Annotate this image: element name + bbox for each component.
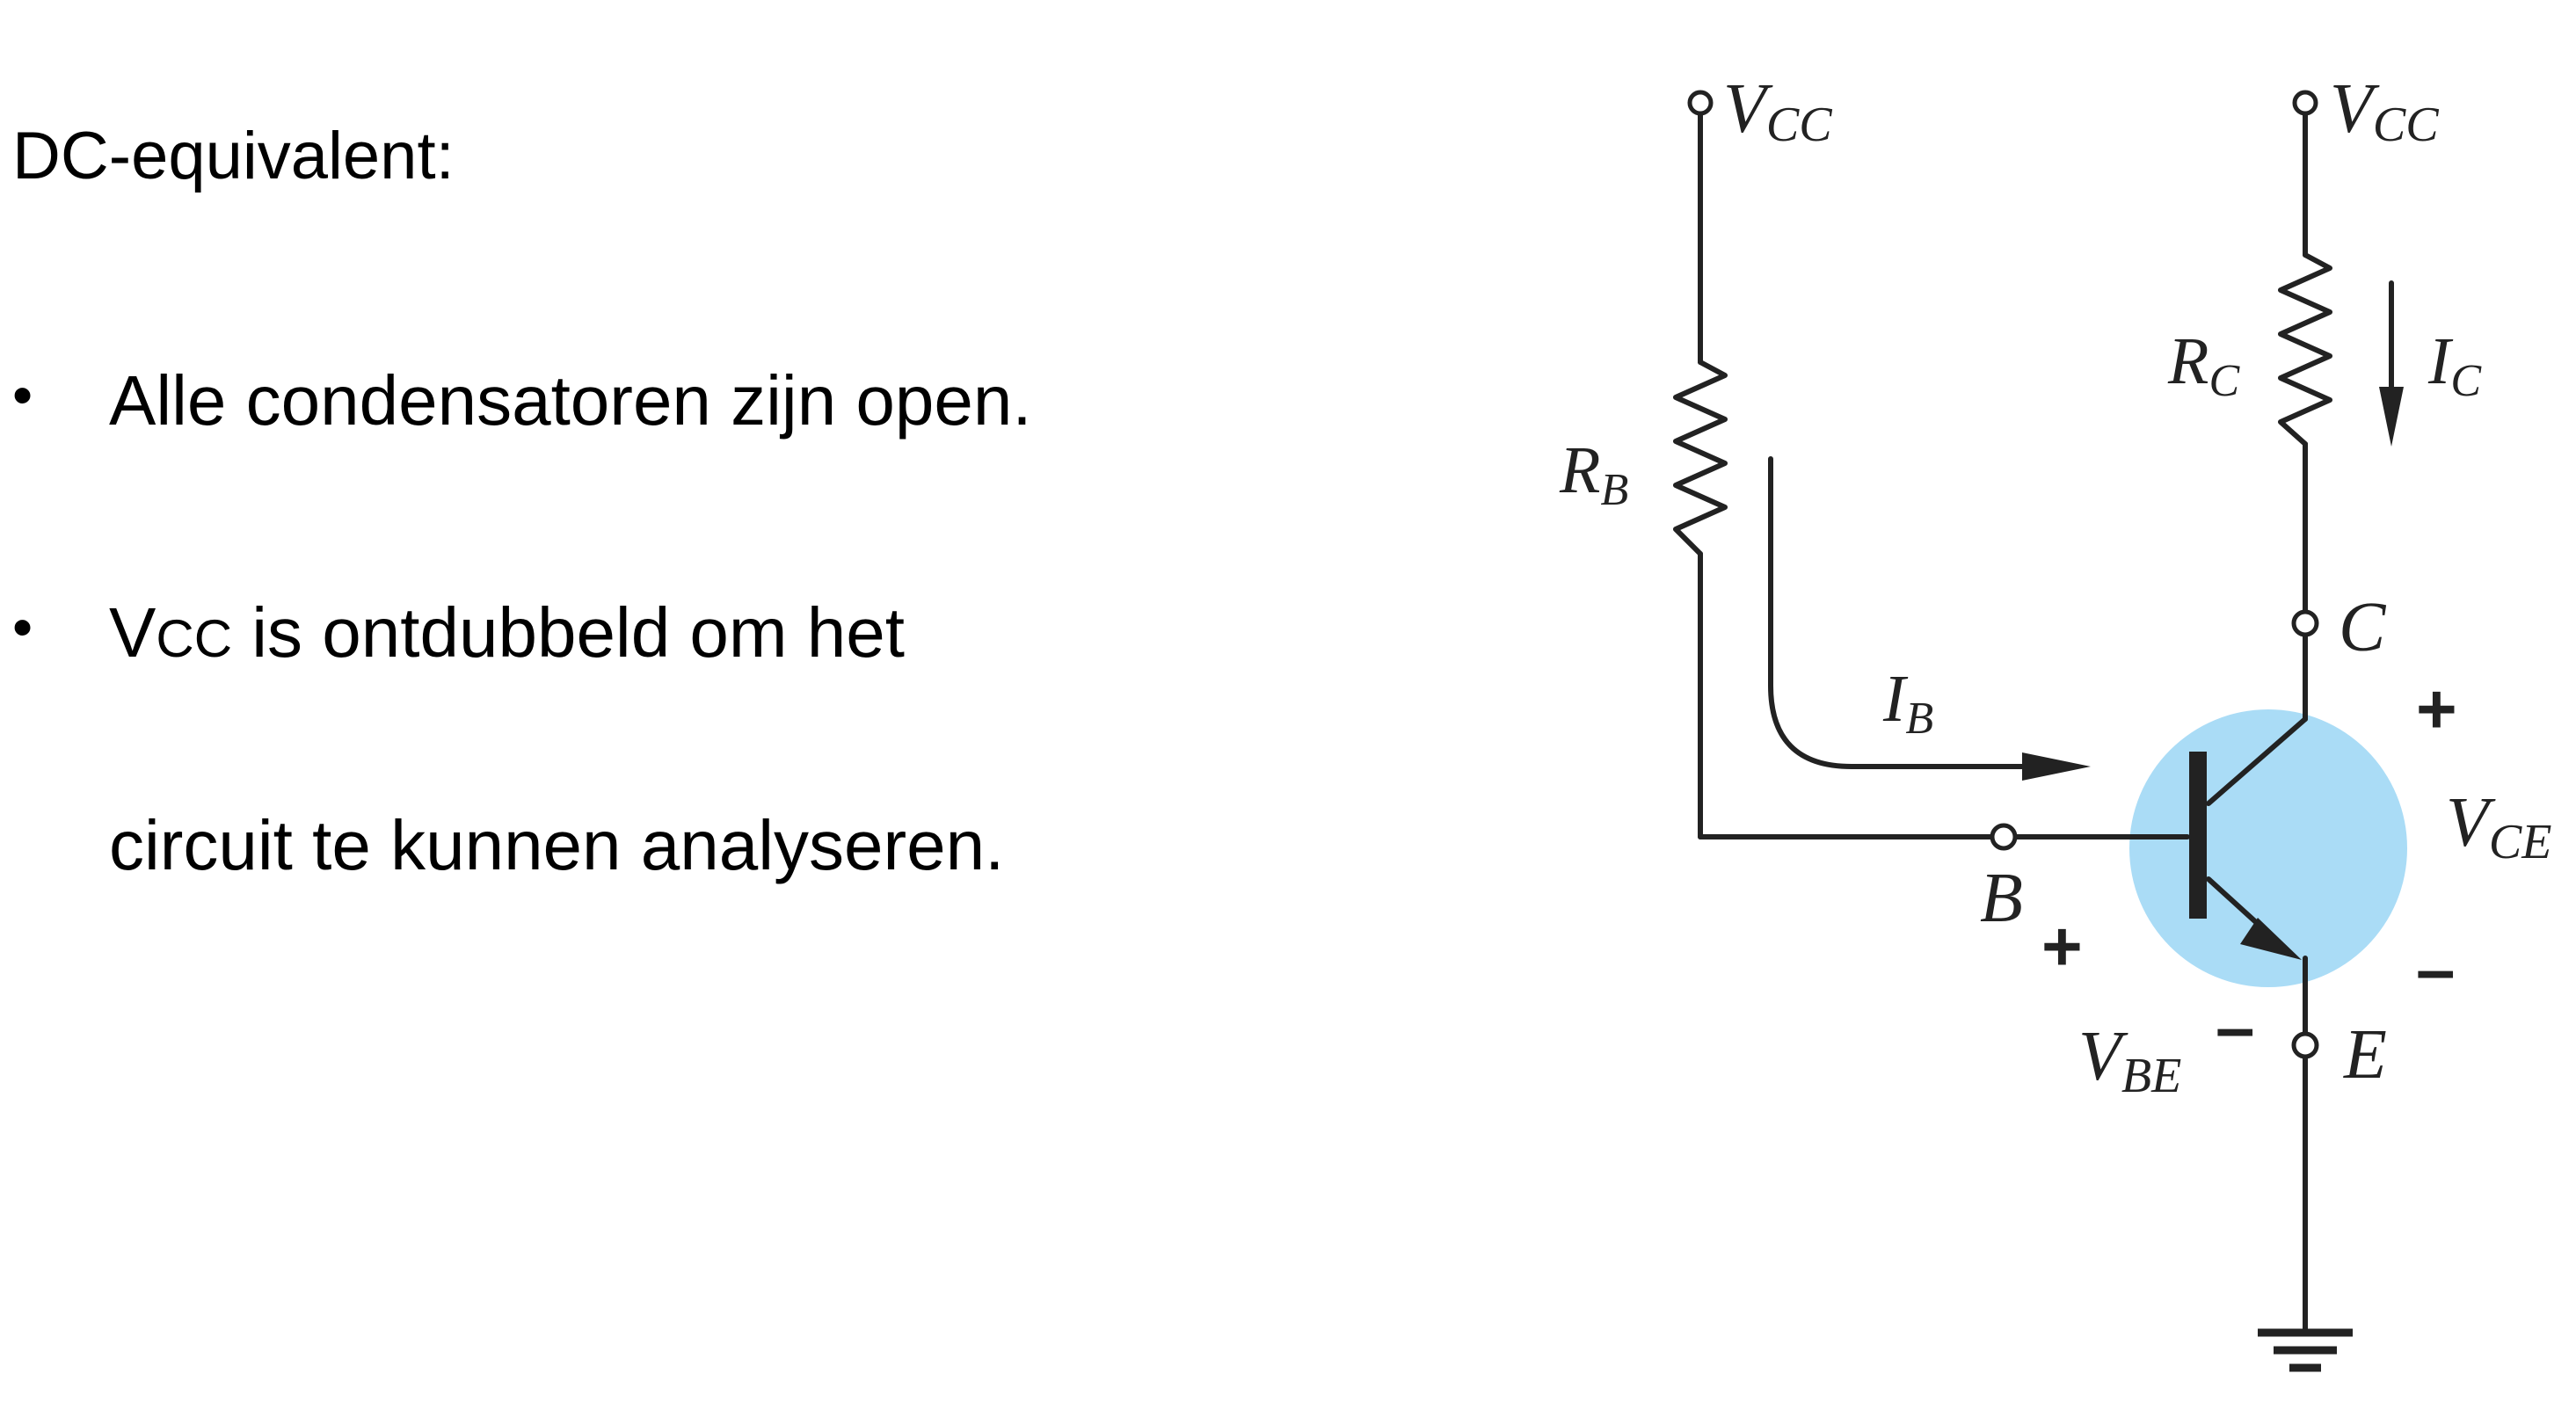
- resistor-rc: [2278, 252, 2332, 447]
- rb-label: RB: [1559, 433, 1628, 515]
- vbe-label: VBE: [2078, 1018, 2181, 1103]
- vce-label: VCE: [2446, 784, 2551, 869]
- transistor-circuit-diagram: VCC VCC RB RC IC IB C B E VCE VBE + – + …: [1559, 70, 2551, 1372]
- bullet-dot-icon: •: [12, 362, 33, 427]
- collector-node: [2291, 609, 2319, 637]
- vcc-right-label: VCC: [2330, 70, 2439, 152]
- vcc-symbol: V: [109, 593, 156, 672]
- bullet-text-2-line2: circuit te kunnen analyseren.: [109, 806, 1005, 884]
- emitter-arrow-icon: [2240, 918, 2302, 960]
- vcc-left-terminal: [1687, 90, 1714, 116]
- rc-label: RC: [2167, 324, 2240, 406]
- slide-heading: DC-equivalent:: [12, 119, 455, 193]
- bullet-text-1: Alle condensatoren zijn open.: [109, 361, 1032, 440]
- emitter-label: E: [2343, 1016, 2387, 1094]
- base-node: [1990, 823, 2018, 851]
- resistor-rb: [1673, 360, 1728, 556]
- text-panel: DC-equivalent: • Alle condensatoren zijn…: [12, 119, 1032, 884]
- vce-plus-sign: +: [2416, 670, 2457, 748]
- ic-arrowhead-icon: [2379, 387, 2404, 447]
- bullet-dot-icon: •: [12, 594, 33, 659]
- emitter-node: [2291, 1031, 2319, 1059]
- vcc-subscript: CC: [156, 609, 233, 668]
- vce-minus-sign: –: [2416, 930, 2456, 1008]
- ic-label: IC: [2427, 324, 2482, 406]
- ground-icon: [2258, 1328, 2353, 1372]
- bullet-text-2-rest: is ontdubbeld om het: [232, 593, 905, 672]
- transistor-base-bar: [2189, 752, 2207, 919]
- vbe-plus-sign: +: [2041, 907, 2083, 985]
- collector-label: C: [2339, 589, 2387, 666]
- vcc-left-label: VCC: [1723, 70, 1832, 152]
- ib-arrowhead-icon: [2022, 752, 2091, 781]
- vbe-minus-sign: –: [2216, 988, 2255, 1066]
- ib-arrow-shaft: [1768, 456, 2034, 769]
- ib-label: IB: [1882, 662, 1933, 744]
- bullet-text-2: VCC is ontdubbeld om het: [109, 598, 905, 668]
- collector-lead: [2206, 716, 2308, 806]
- base-label: B: [1980, 860, 2023, 937]
- vcc-right-terminal: [2292, 90, 2318, 116]
